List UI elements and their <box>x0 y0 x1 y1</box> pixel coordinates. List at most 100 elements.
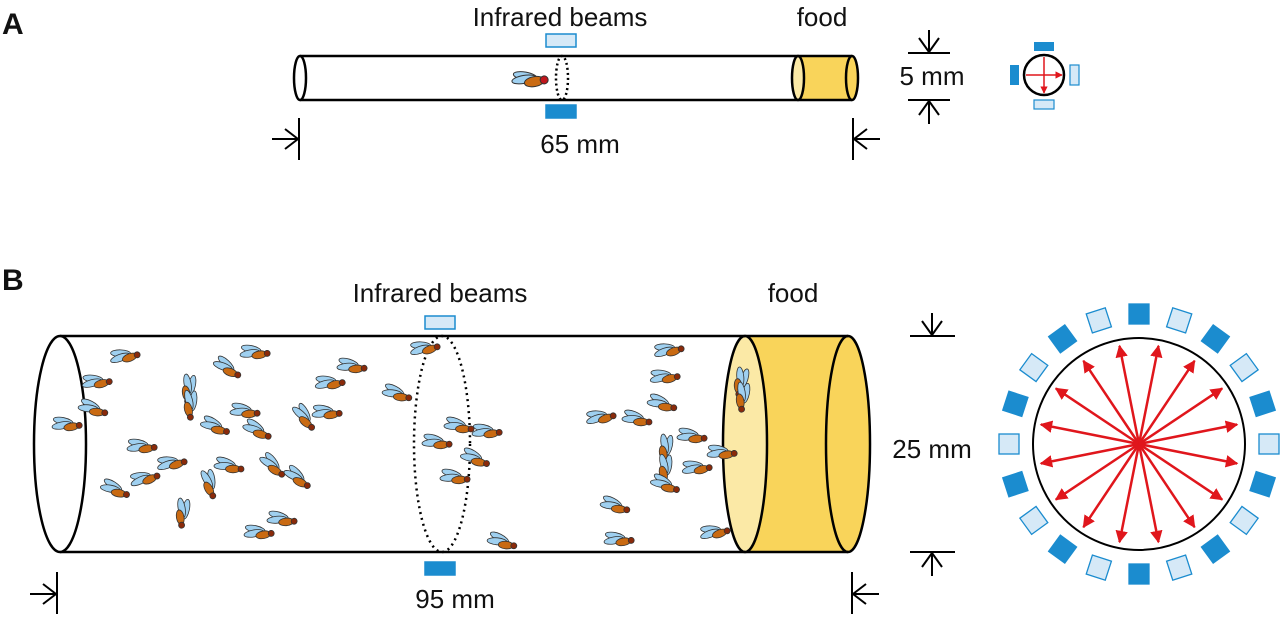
detector-sensor <box>1165 554 1193 582</box>
panel-a-beam-label: Infrared beams <box>473 2 648 32</box>
detector-sensor <box>1229 352 1260 383</box>
beam-arrow <box>1039 442 1140 468</box>
beam-arrow <box>1137 344 1163 445</box>
beam-arrow <box>1082 443 1141 529</box>
beam-arrow <box>1138 387 1224 446</box>
fly <box>439 468 471 485</box>
panel-a-emitter <box>545 104 577 119</box>
emitter-sensor <box>1047 323 1078 354</box>
fly <box>443 416 475 434</box>
beam-arrow <box>1054 387 1140 446</box>
emitter-sensor <box>1128 303 1150 325</box>
panel-a-diameter-label: 5 mm <box>900 61 965 91</box>
fly <box>650 473 680 493</box>
panel-b-tube <box>32 334 872 554</box>
emitter-sensor <box>1200 534 1231 565</box>
detector-sensor <box>1165 306 1193 334</box>
fly <box>100 478 130 498</box>
fly <box>243 524 275 540</box>
fly <box>676 427 708 444</box>
fly <box>599 495 631 514</box>
emitter-sensor <box>1001 470 1029 498</box>
beam-arrow <box>1138 442 1224 501</box>
fly <box>654 343 685 357</box>
fly <box>266 510 298 527</box>
fly <box>649 369 681 384</box>
fly <box>410 341 441 355</box>
panel-a-cross-section <box>1010 42 1080 110</box>
fly <box>213 456 245 474</box>
panel-a-length-dimension <box>272 118 880 160</box>
fly <box>381 383 413 402</box>
fly <box>183 389 198 421</box>
beam-arrow <box>1115 443 1141 544</box>
beam-arrow <box>1138 442 1239 468</box>
fly <box>200 415 230 435</box>
emitter-sensor <box>1001 390 1029 418</box>
panel-a-detector <box>545 33 577 48</box>
panel-a-food-label: food <box>797 2 848 32</box>
fly <box>471 423 503 439</box>
fly <box>130 472 161 487</box>
panel-b-sensor-ring <box>998 303 1280 585</box>
fly <box>421 433 453 450</box>
panel-b-diameter-label: 25 mm <box>892 434 971 464</box>
detector-sensor <box>1258 433 1280 455</box>
emitter-sensor <box>1249 470 1277 498</box>
detector-sensor <box>1018 505 1049 536</box>
fly <box>311 404 343 420</box>
panel-a-tube <box>292 54 860 102</box>
panel-b-detector <box>424 315 456 330</box>
beam-arrow <box>1054 442 1140 501</box>
fly <box>336 357 368 374</box>
fly <box>77 398 109 417</box>
beam-arrow <box>1039 420 1140 446</box>
fly <box>603 531 635 547</box>
beam-arrow <box>1138 420 1239 446</box>
fly <box>81 374 113 389</box>
fly <box>239 344 271 360</box>
panel-b-letter: B <box>2 264 24 297</box>
panel-b-flies <box>51 341 751 550</box>
detector-sensor <box>1085 554 1113 582</box>
fly <box>700 525 731 539</box>
panel-a-diameter-dimension <box>908 30 950 124</box>
fly <box>200 468 217 500</box>
emitter-sensor <box>1200 323 1231 354</box>
panel-a-fly <box>511 71 549 88</box>
beam-arrow <box>1137 359 1196 445</box>
fly <box>646 393 678 412</box>
fly <box>460 447 490 467</box>
fly <box>735 381 751 413</box>
fly <box>292 402 316 431</box>
emitter-sensor <box>1249 390 1277 418</box>
beam-arrow <box>1137 443 1196 529</box>
panel-b-diameter-dimension <box>910 313 955 576</box>
fly <box>126 438 158 454</box>
panel-b-beam-plane <box>412 334 472 554</box>
panel-b-beam-arrows <box>1039 344 1239 544</box>
beam-arrow <box>1082 359 1141 445</box>
panel-a: A Infrared beams food <box>2 2 1080 160</box>
fly <box>706 444 738 460</box>
panel-a-beam-plane <box>554 54 570 102</box>
panel-a-length-label: 65 mm <box>540 129 619 159</box>
fly <box>242 418 272 440</box>
panel-b: B Infrared beams food 95 mm <box>2 264 1280 614</box>
beam-arrow <box>1115 344 1141 445</box>
fly <box>259 452 286 478</box>
fly <box>621 409 653 427</box>
fly <box>51 416 83 432</box>
panel-b-food-label: food <box>768 278 819 308</box>
detector-sensor <box>1018 352 1049 383</box>
panel-b-emitter <box>424 561 456 576</box>
panel-b-cross-section <box>998 303 1280 585</box>
beam-arrow <box>1137 443 1163 544</box>
emitter-sensor <box>1047 534 1078 565</box>
panel-b-length-label: 95 mm <box>415 584 494 614</box>
fly <box>175 497 191 529</box>
panel-b-length-dimension <box>30 572 879 614</box>
detector-sensor <box>998 433 1020 455</box>
